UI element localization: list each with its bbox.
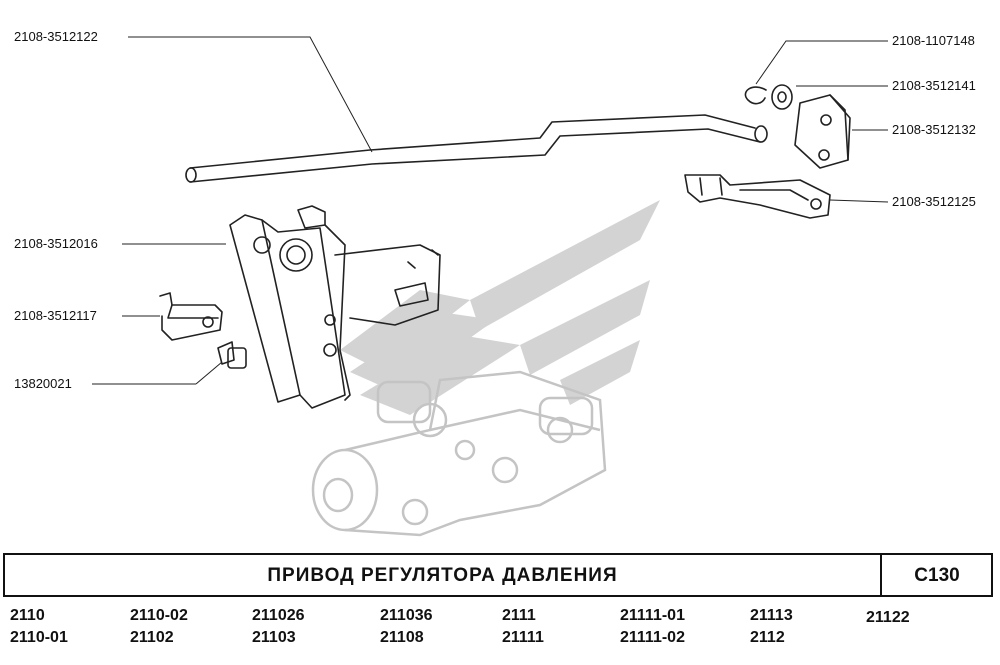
retaining-ring-part bbox=[744, 86, 767, 105]
model-item: 21111-02 bbox=[620, 629, 685, 646]
title-block: ПРИВОД РЕГУЛЯТОРА ДАВЛЕНИЯ С130 bbox=[3, 553, 993, 597]
model-item: 21122 bbox=[866, 609, 910, 626]
diagram-title: ПРИВОД РЕГУЛЯТОРА ДАВЛЕНИЯ bbox=[267, 565, 618, 586]
model-item: 2110-01 bbox=[10, 629, 68, 646]
washer-part bbox=[771, 84, 793, 110]
pressure-regulator-ghost bbox=[311, 370, 607, 537]
model-item: 21103 bbox=[252, 629, 296, 646]
part-label-lever-bracket: 2108-3512016 bbox=[14, 236, 98, 251]
lever-bracket-part bbox=[229, 205, 441, 409]
model-item: 21111 bbox=[502, 629, 544, 646]
model-list: 2110 2110-01 2110-02 21102 211026 21103 … bbox=[0, 552, 1000, 665]
part-label-retaining-ring: 2108-1107148 bbox=[892, 33, 975, 48]
part-label-bolt: 13820021 bbox=[14, 376, 72, 391]
model-item: 211036 bbox=[380, 607, 433, 624]
part-label-clip: 2108-3512117 bbox=[14, 308, 97, 323]
model-item: 21102 bbox=[130, 629, 174, 646]
model-item: 21111-01 bbox=[620, 607, 685, 624]
watermark-logo bbox=[340, 200, 660, 415]
title-divider bbox=[880, 555, 882, 595]
part-label-rod: 2108-3512122 bbox=[14, 29, 98, 44]
rod-part bbox=[185, 114, 768, 183]
part-label-spring-plate: 2108-3512125 bbox=[892, 194, 976, 209]
exploded-parts-diagram bbox=[92, 36, 889, 537]
spring-plate-part bbox=[684, 174, 831, 219]
model-item: 211026 bbox=[252, 607, 305, 624]
leader-lines bbox=[92, 36, 889, 385]
clip-part bbox=[159, 292, 223, 341]
model-item: 2110 bbox=[10, 607, 45, 624]
model-item: 2110-02 bbox=[130, 607, 188, 624]
page-code: С130 bbox=[914, 565, 960, 586]
model-item: 2111 bbox=[502, 607, 536, 624]
part-label-bushing: 2108-3512132 bbox=[892, 122, 976, 137]
model-item: 21108 bbox=[380, 629, 424, 646]
bushing-part bbox=[794, 94, 851, 169]
model-item: 2112 bbox=[750, 629, 785, 646]
model-item: 21113 bbox=[750, 607, 793, 624]
part-label-washer: 2108-3512141 bbox=[892, 78, 976, 93]
bolt-part bbox=[217, 341, 247, 369]
